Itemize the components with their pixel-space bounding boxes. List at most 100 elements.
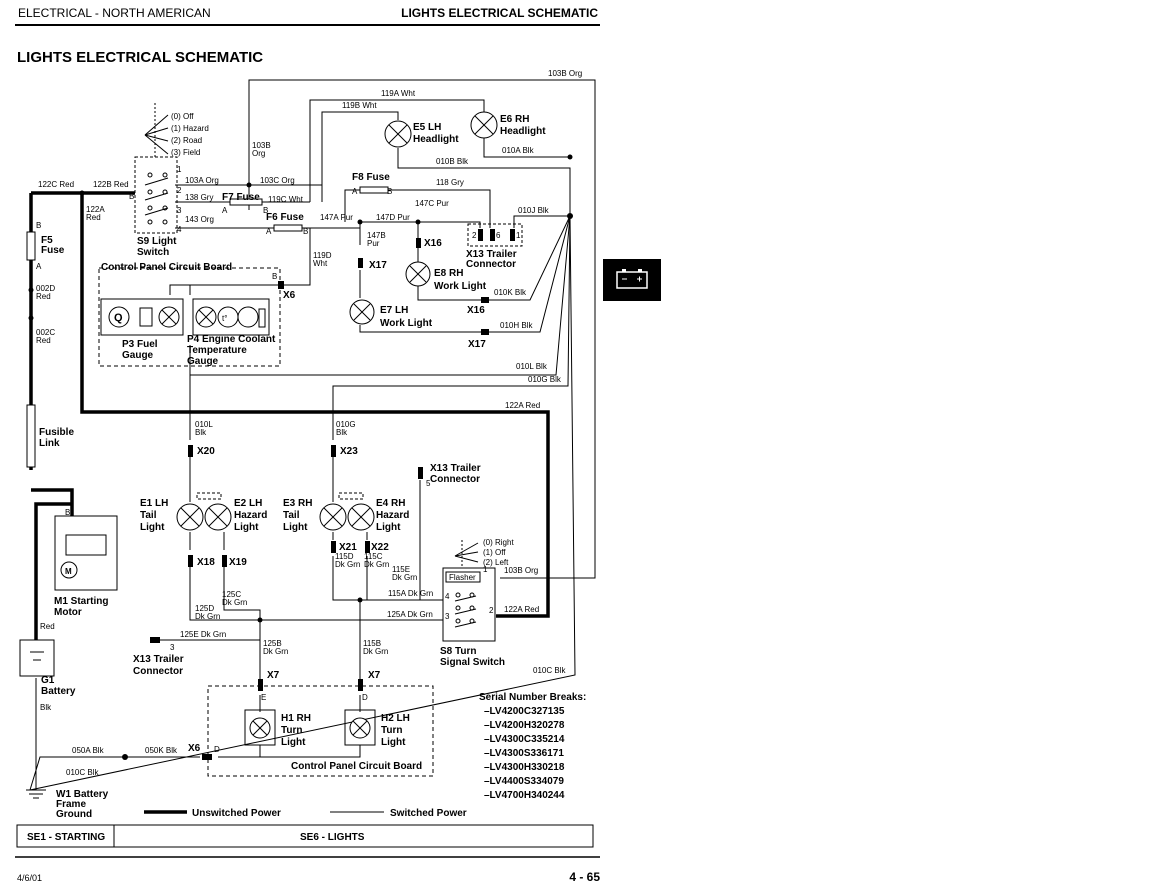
e6-label-2: Headlight (500, 126, 546, 137)
f7-label: F7 Fuse (222, 192, 260, 203)
wire-010j: 010J Blk (518, 206, 550, 215)
e2-label-3: Light (234, 522, 259, 533)
h2-label-1: H2 LH (381, 713, 410, 724)
svg-text:2: 2 (177, 186, 182, 195)
svg-text:X23: X23 (340, 446, 358, 457)
w1-label-3: Ground (56, 809, 92, 820)
m1-label-2: Motor (54, 607, 82, 618)
w1-frame-ground: W1 Battery Frame Ground (26, 789, 109, 820)
wire-122a-left-1: 122A (86, 205, 105, 214)
wire-103a: 103A Org (185, 176, 219, 185)
wire-122a-mid: 122A Red (505, 401, 540, 410)
svg-text:–LV4700H340244: –LV4700H340244 (484, 790, 565, 801)
w1-label-2: Frame (56, 799, 86, 810)
footer-date: 4/6/01 (17, 873, 42, 883)
flasher-label: Flasher (449, 573, 476, 582)
p3-label-2: Gauge (122, 350, 154, 361)
wire-010c: 010C Blk (66, 768, 99, 777)
w1-label-1: W1 Battery (56, 789, 109, 800)
e8-label-1: E8 RH (434, 268, 463, 279)
wire-115d-1: 115D (335, 552, 354, 561)
svg-text:X16: X16 (424, 238, 442, 249)
wire-002d-1: 002D (36, 284, 55, 293)
wire-125d-1: 125D (195, 604, 214, 613)
wire-125c-1: 125C (222, 590, 241, 599)
x19-connector (222, 555, 227, 567)
fusible-label-2: Link (39, 438, 60, 449)
table-cell-lights: SE6 - LIGHTS (300, 832, 365, 843)
wire-103c: 103C Org (260, 176, 295, 185)
svg-text:B: B (272, 272, 277, 281)
wire-115e-1: 115E (392, 565, 410, 574)
legend-unswitched: Unswitched Power (192, 808, 281, 819)
svg-text:t°: t° (222, 314, 227, 323)
wire-122b: 122B Red (93, 180, 129, 189)
wire-103b-left-1: 103B (252, 141, 271, 150)
wire-002c-2: Red (36, 336, 51, 345)
s8-turn-signal-switch: Flasher 4 3 2 1 (0) Right (1) Off (2) Le… (440, 538, 514, 668)
wire-010l-1: 010L (195, 420, 213, 429)
svg-text:1: 1 (483, 565, 488, 574)
g1-battery: G1 Battery (19, 639, 76, 697)
wire-115b-1: 115B (363, 639, 381, 648)
e1-label-1: E1 LH (140, 498, 168, 509)
p4-label-1: P4 Engine Coolant (187, 334, 276, 345)
wire-010a: 010A Blk (502, 146, 535, 155)
serial-title: Serial Number Breaks: (479, 692, 586, 703)
s8-position-off: (1) Off (483, 548, 506, 557)
wire-119c: 119C Wht (268, 195, 304, 204)
wire-115c-1: 115C (364, 552, 383, 561)
svg-text:3: 3 (445, 612, 450, 621)
p4-label-2: Temperature (187, 345, 247, 356)
svg-text:4: 4 (445, 592, 450, 601)
table-cell-starting: SE1 - STARTING (27, 832, 105, 843)
wire-125b-2: Dk Grn (263, 647, 288, 656)
wire-010g-top: 010G Blk (528, 375, 562, 384)
svg-text:D: D (214, 745, 220, 754)
g1-label-2: Battery (41, 686, 76, 697)
x22-connector (365, 541, 370, 553)
svg-text:2: 2 (489, 606, 494, 615)
wire-050k: 050K Blk (145, 746, 178, 755)
x20-connector: X20 (188, 445, 215, 457)
svg-text:E: E (261, 693, 266, 702)
wire-122a-s8: 122A Red (504, 605, 539, 614)
x13-low-connector: 3 X13 Trailer Connector (133, 637, 184, 677)
e1-label-2: Tail (140, 510, 157, 521)
control-panel-bottom: X7 E X7 D H1 RH Turn Light H2 LH Turn Li… (188, 670, 434, 777)
wire-115e-2: Dk Grn (392, 573, 417, 582)
wire-147c: 147C Pur (415, 199, 449, 208)
wire-103b-s8: 103B Org (504, 566, 538, 575)
e8-work-light: X16 E8 RH Work Light X16 (405, 238, 489, 316)
f5-label-2: Fuse (41, 245, 65, 256)
wire-115d-2: Dk Grn (335, 560, 360, 569)
wire-138: 138 Gry (185, 193, 213, 202)
wire-143: 143 Org (185, 215, 214, 224)
fusible-label-1: Fusible (39, 427, 74, 438)
wire-010g-2: Blk (336, 428, 348, 437)
p3-label-1: P3 Fuel (122, 339, 158, 350)
fusible-link: Fusible Link (26, 404, 74, 468)
svg-text:X18: X18 (197, 557, 215, 568)
s9-position-off: (0) Off (171, 112, 194, 121)
legend-switched: Switched Power (390, 808, 467, 819)
x13-top-label-2: Connector (466, 259, 516, 270)
wire-010g-1: 010G (336, 420, 356, 429)
svg-text:2: 2 (472, 231, 477, 240)
wire-010k: 010K Blk (494, 288, 527, 297)
wire-147a: 147A Pur (320, 213, 353, 222)
wire-010h: 010H Blk (500, 321, 533, 330)
section-reference-table: SE1 - STARTING SE6 - LIGHTS (16, 824, 594, 848)
lamp-e1-e2: E1 LH Tail Light E2 LH Hazard Light (140, 492, 267, 533)
x18-connector (188, 555, 193, 567)
p4-label-3: Gauge (187, 356, 219, 367)
wire-125d-2: Dk Grn (195, 612, 220, 621)
e3-label-3: Light (283, 522, 308, 533)
section-tab (603, 259, 661, 301)
x21-connector (331, 541, 336, 553)
svg-text:X6: X6 (283, 290, 296, 301)
s8-label-1: S8 Turn (440, 646, 476, 657)
x13-low-label-2: Connector (133, 666, 183, 677)
svg-text:–LV4400S334079: –LV4400S334079 (484, 776, 564, 787)
